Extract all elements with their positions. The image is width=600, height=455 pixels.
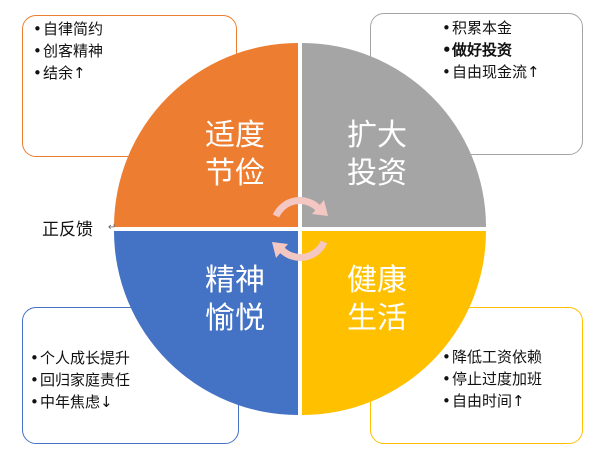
cycle-arrows-icon	[272, 197, 328, 261]
list-item: 回归家庭责任	[30, 369, 130, 391]
quadrant-healthy-life	[302, 231, 486, 415]
list-item: 结余↑	[33, 62, 103, 84]
quadrant-label-investing: 扩大 投资	[347, 118, 407, 191]
quadrant-label-saving: 适度 节俭	[205, 118, 265, 191]
quadrant-label-wellbeing: 精神 愉悦	[205, 263, 265, 336]
return-mark-icon: ↵	[108, 222, 117, 233]
list-item: 创客精神	[33, 40, 103, 62]
quadrant-saving	[114, 43, 298, 227]
quadrant-label-healthy-life: 健康 生活	[347, 263, 407, 336]
list-item: 降低工资依赖	[442, 346, 542, 368]
list-item: 自由时间↑	[442, 390, 542, 412]
list-item: 停止过度加班	[442, 368, 542, 390]
saving-list: 自律简约 创客精神 结余↑	[33, 18, 103, 84]
list-item: 个人成长提升	[30, 347, 130, 369]
list-item: 积累本金	[442, 17, 540, 39]
investing-list: 积累本金 做好投资 自由现金流↑	[442, 17, 540, 83]
list-item: 中年焦虑↓	[30, 391, 130, 413]
list-item: 做好投资	[442, 39, 540, 61]
list-item: 自由现金流↑	[442, 61, 540, 83]
quadrant-wellbeing	[114, 231, 298, 415]
healthy-life-list: 降低工资依赖 停止过度加班 自由时间↑	[442, 346, 542, 412]
list-item: 自律简约	[33, 18, 103, 40]
wellbeing-list: 个人成长提升 回归家庭责任 中年焦虑↓	[30, 347, 130, 413]
quadrant-investing	[302, 43, 486, 227]
feedback-label: 正反馈	[42, 220, 93, 240]
